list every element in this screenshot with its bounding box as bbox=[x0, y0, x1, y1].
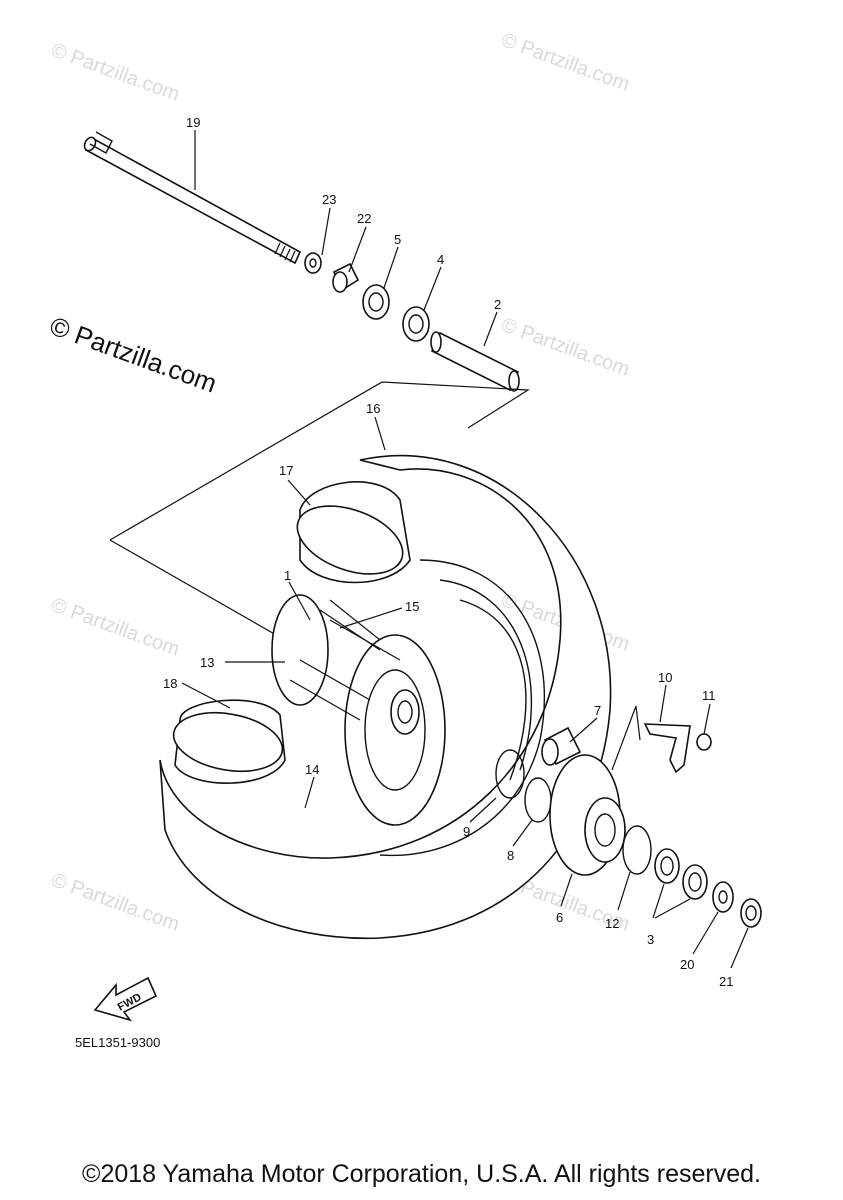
watermark: © Partzilla.com bbox=[48, 869, 182, 936]
tire-bracket bbox=[109, 381, 530, 641]
callout-2: 2 bbox=[494, 297, 501, 312]
callouts: 19 23 22 5 4 2 16 17 1 15 13 18 14 7 10 … bbox=[163, 115, 733, 989]
callout-9: 9 bbox=[463, 824, 470, 839]
lower-small-parts bbox=[622, 825, 762, 928]
callout-16: 16 bbox=[366, 401, 380, 416]
watermark-dark: © Partzilla.com bbox=[46, 310, 221, 398]
wheel-hub bbox=[271, 594, 446, 826]
callout-5: 5 bbox=[394, 232, 401, 247]
callout-4: 4 bbox=[437, 252, 444, 267]
callout-23: 23 bbox=[322, 192, 336, 207]
watermark: © Partzilla.com bbox=[498, 314, 632, 381]
callout-21: 21 bbox=[719, 974, 733, 989]
callout-18: 18 bbox=[163, 676, 177, 691]
callout-19: 19 bbox=[186, 115, 200, 130]
callout-6: 6 bbox=[556, 910, 563, 925]
callout-14: 14 bbox=[305, 762, 319, 777]
callout-20: 20 bbox=[680, 957, 694, 972]
callout-8: 8 bbox=[507, 848, 514, 863]
callout-13: 13 bbox=[200, 655, 214, 670]
callout-11: 11 bbox=[702, 688, 716, 703]
callout-7: 7 bbox=[594, 703, 601, 718]
callout-17: 17 bbox=[279, 463, 293, 478]
callout-10: 10 bbox=[658, 670, 672, 685]
callout-12: 12 bbox=[605, 916, 619, 931]
watermark: © Partzilla.com bbox=[48, 594, 182, 661]
hub-cover-6 bbox=[549, 754, 626, 876]
callout-22: 22 bbox=[357, 211, 371, 226]
tire bbox=[159, 454, 612, 940]
callout-1: 1 bbox=[284, 568, 291, 583]
copyright-notice: ©2018 Yamaha Motor Corporation, U.S.A. A… bbox=[82, 1160, 761, 1188]
leader-lines bbox=[181, 130, 749, 969]
callout-15: 15 bbox=[405, 599, 419, 614]
upper-small-parts bbox=[304, 252, 520, 392]
watermark: © Partzilla.com bbox=[498, 29, 632, 96]
axle bbox=[83, 131, 302, 265]
spacer-7 bbox=[541, 726, 582, 766]
diagram-code: 5EL1351-9300 bbox=[75, 1035, 160, 1050]
fwd-arrow-icon: FWD bbox=[93, 976, 158, 1022]
callout-3: 3 bbox=[647, 932, 654, 947]
rim-band-17 bbox=[296, 481, 411, 584]
rim-band-18 bbox=[172, 699, 286, 784]
watermark: © Partzilla.com bbox=[48, 39, 182, 106]
